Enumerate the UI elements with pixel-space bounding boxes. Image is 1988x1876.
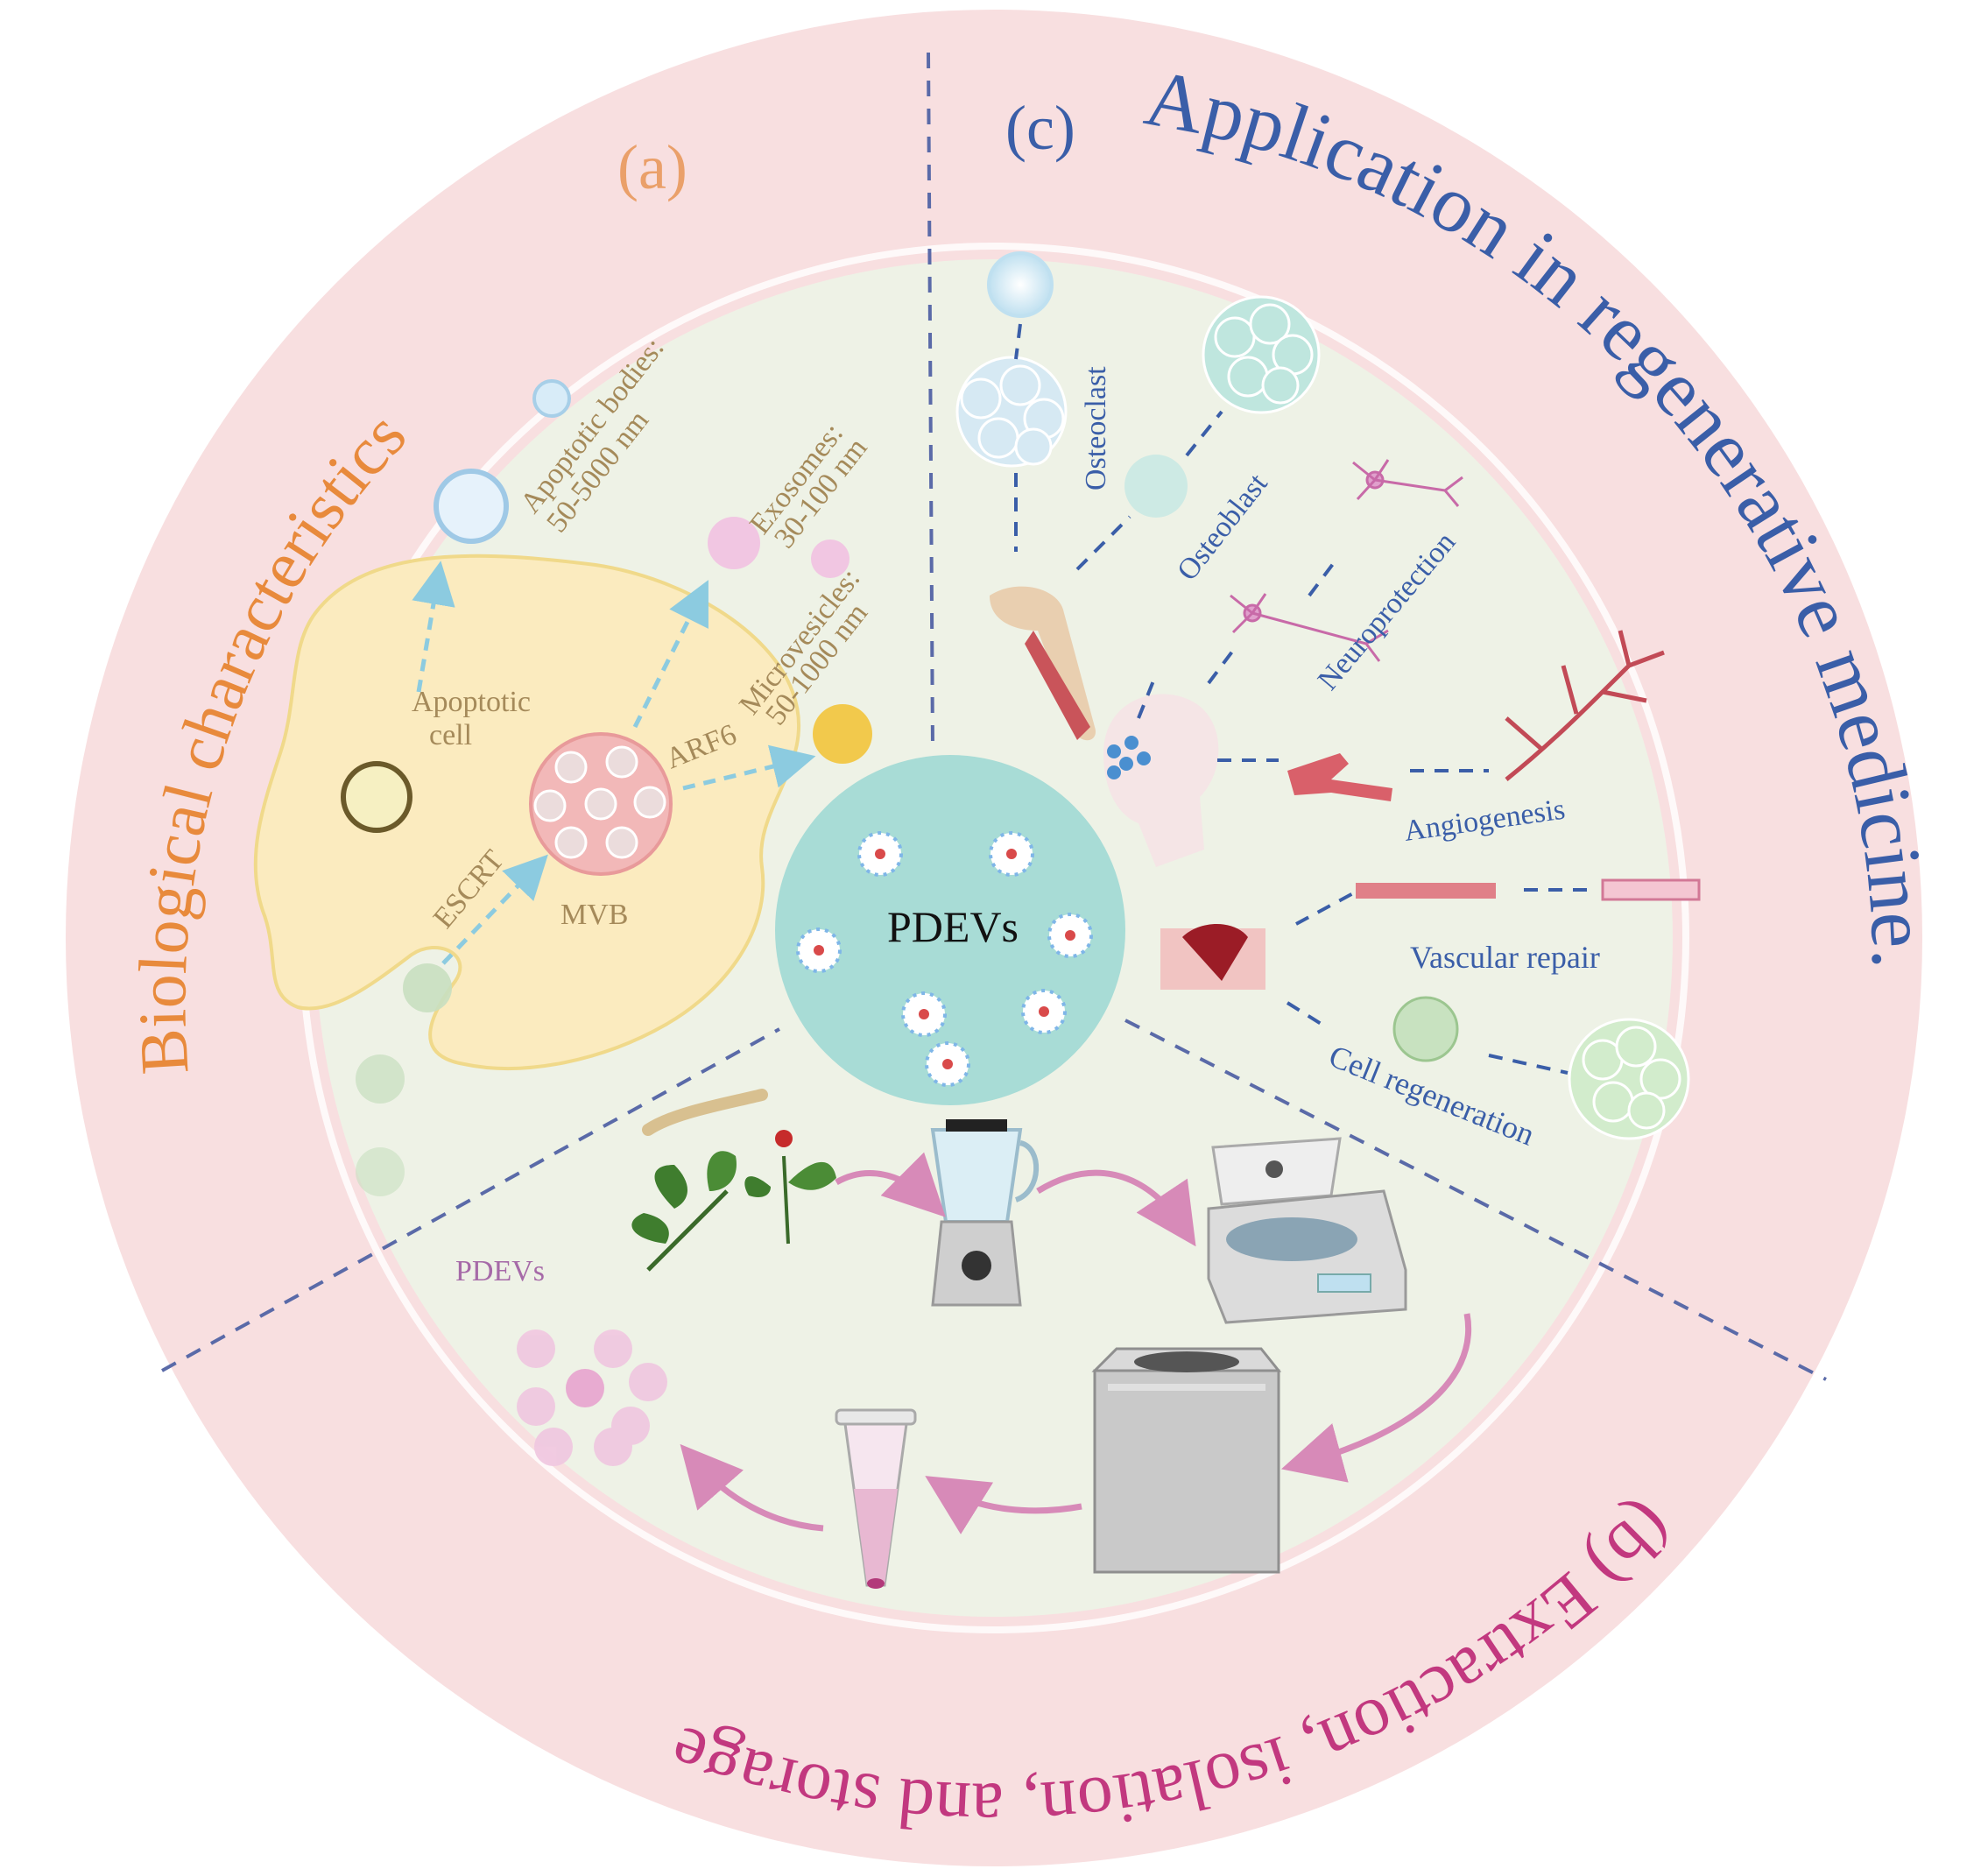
- precursor-cell: [987, 251, 1054, 318]
- microvesicle: [813, 704, 872, 764]
- neuron-icon: [1230, 459, 1463, 662]
- mvb: [529, 732, 673, 876]
- exosome-small: [811, 540, 849, 578]
- released-vesicle: [403, 963, 452, 1012]
- label-vascular-repair: Vascular repair: [1410, 940, 1600, 975]
- released-vesicle: [356, 1147, 405, 1196]
- arrow-tube-to-pdevs: [680, 1443, 824, 1532]
- regen-cluster: [1568, 1018, 1690, 1140]
- vessel-lesion-icon: [1601, 878, 1701, 901]
- tube-icon: [835, 1408, 917, 1589]
- ultracentrifuge-icon: [1091, 1347, 1282, 1574]
- vessel-y-icon: [1287, 753, 1392, 801]
- label-mvb: MVB: [560, 899, 628, 931]
- label-osteoclast: Osteoclast: [1080, 366, 1112, 490]
- arrow-plant-to-blender: [835, 1152, 946, 1217]
- arrow-centrifuge-to-ultra: [1280, 1313, 1472, 1483]
- label-apoptotic-cell-1: Apoptotic: [412, 686, 531, 718]
- centrifuge-icon: [1207, 1137, 1407, 1324]
- osteoblast-precursor: [1124, 455, 1188, 518]
- arrow-ultra-to-tube: [925, 1476, 1082, 1534]
- pdev-particles: [796, 831, 1093, 1087]
- arrow-escrt: [441, 854, 548, 965]
- released-vesicle: [356, 1054, 405, 1104]
- pdev-cluster: [517, 1329, 667, 1466]
- vessel-wall-icon: [1356, 883, 1496, 899]
- connectors: [1014, 323, 1594, 1075]
- plant-icon: [631, 1089, 836, 1272]
- osteoblast-cluster: [1202, 295, 1321, 414]
- apoptotic-body-large: [434, 469, 509, 544]
- section-dividers: [161, 52, 1827, 1381]
- arrow-exosome: [632, 580, 708, 729]
- apoptotic-body-small: [532, 379, 571, 418]
- wound-icon: [1160, 924, 1265, 990]
- regen-cell: [1392, 996, 1459, 1062]
- exosome-large: [708, 517, 760, 569]
- bone-muscle-icon: [990, 586, 1096, 741]
- center: PDEVs: [775, 755, 1125, 1105]
- arrow-blender-to-centrifuge: [1036, 1169, 1196, 1247]
- osteoclast-cell: [955, 356, 1068, 468]
- inner-apoptotic-body: [341, 761, 412, 833]
- vessel-tree-icon: [1505, 630, 1665, 781]
- section-c-letter: (c): [1005, 93, 1075, 163]
- arrow-apoptotic-body: [412, 561, 455, 693]
- label-pdevs-b: PDEVs: [455, 1255, 545, 1287]
- section-a-letter: (a): [617, 132, 687, 202]
- label-apoptotic-cell-2: cell: [429, 719, 472, 751]
- head-icon: [1103, 694, 1219, 867]
- center-label: PDEVs: [887, 902, 1019, 951]
